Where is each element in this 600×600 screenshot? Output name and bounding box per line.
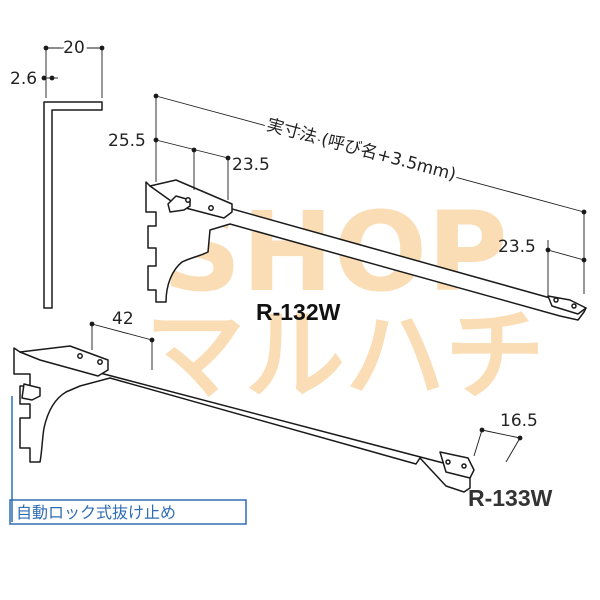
dim-dot bbox=[99, 45, 105, 51]
dim-dot bbox=[89, 321, 95, 327]
watermark-line2: マルハチ bbox=[145, 297, 545, 414]
r132w-tip-dim-line bbox=[547, 249, 585, 261]
profile-thickness-label: 2.6 bbox=[10, 69, 37, 89]
r132w-hole bbox=[553, 297, 559, 303]
r133w-hole bbox=[77, 353, 83, 359]
dim-dot bbox=[153, 137, 159, 143]
r132w-hole bbox=[208, 205, 214, 211]
r133w-top-flange bbox=[19, 345, 109, 377]
callout-text: 自動ロック式抜け止め bbox=[16, 503, 176, 522]
profile-width-label: 20 bbox=[63, 38, 85, 58]
r132w-length-label: 実寸法 (呼び名+3.5mm) bbox=[264, 115, 458, 185]
r133w-top-label: 42 bbox=[112, 309, 134, 329]
bracket-r133w: 42 16.5 R-133W bbox=[13, 309, 553, 511]
r133w-tip-ext bbox=[473, 429, 483, 457]
callout-box bbox=[9, 499, 247, 525]
r133w-tip-flange bbox=[439, 451, 475, 479]
dim-dot bbox=[225, 155, 231, 161]
r133w-lock-tab bbox=[21, 383, 41, 401]
dim-dot bbox=[153, 93, 159, 99]
shop-watermark: SHOP マルハチ bbox=[145, 188, 545, 414]
dim-dot bbox=[581, 257, 587, 263]
r132w-tip-label: 23.5 bbox=[498, 237, 536, 257]
r133w-tip-label: 16.5 bbox=[500, 411, 538, 431]
r133w-model-label: R-133W bbox=[468, 485, 553, 511]
auto-lock-callout: 自動ロック式抜け止め bbox=[9, 396, 247, 525]
r132w-length-dim-line bbox=[155, 95, 585, 213]
r133w-tip-ext bbox=[505, 437, 521, 463]
r132w-body bbox=[145, 181, 587, 321]
dim-dot bbox=[191, 147, 197, 153]
dim-dot bbox=[49, 75, 55, 81]
dim-dot bbox=[479, 427, 485, 433]
r132w-model-label: R-132W bbox=[256, 299, 341, 325]
r133w-hole bbox=[461, 463, 467, 469]
r132w-top-label: 25.5 bbox=[108, 131, 146, 151]
r133w-hole bbox=[97, 359, 103, 365]
dim-dot bbox=[545, 247, 551, 253]
profile-cross-section: 20 2.6 bbox=[10, 35, 105, 309]
r133w-hole bbox=[445, 459, 451, 465]
dim-dot bbox=[149, 337, 155, 343]
r132w-hole bbox=[571, 303, 577, 309]
r132w-hole bbox=[185, 197, 191, 203]
r133w-tip-dim-line bbox=[481, 429, 521, 439]
dim-dot bbox=[517, 435, 523, 441]
dim-dot bbox=[41, 75, 47, 81]
l-profile-shape bbox=[43, 101, 103, 309]
r133w-top-dim-line bbox=[91, 323, 153, 341]
dim-dot bbox=[581, 209, 587, 215]
dim-dot bbox=[43, 45, 49, 51]
r132w-slot-label: 23.5 bbox=[232, 155, 270, 175]
